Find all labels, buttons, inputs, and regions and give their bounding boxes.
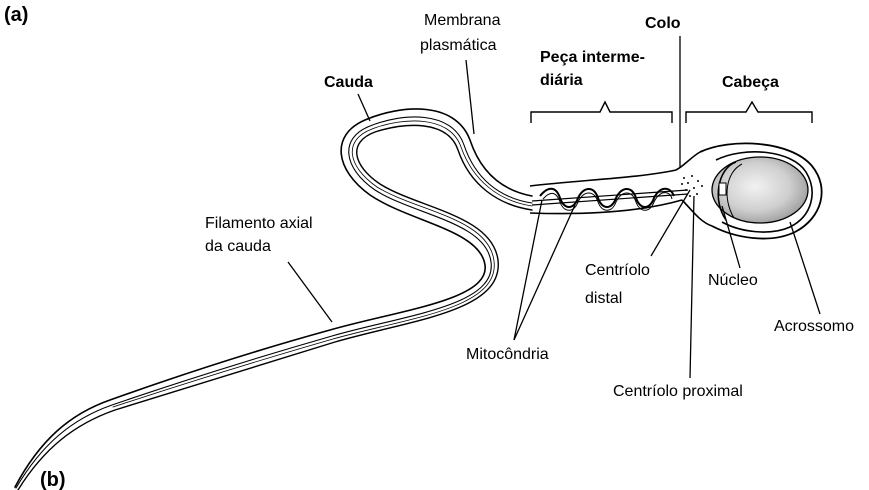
proximal-centriole-pointer: [690, 196, 694, 378]
tail-axial-filament: [16, 117, 532, 488]
label-filamento-2: da cauda: [205, 238, 271, 255]
head: [700, 143, 822, 238]
panel-label-a: (a): [4, 4, 28, 26]
proximal-centriole: [719, 183, 726, 195]
label-nucleo: Núcleo: [708, 272, 758, 289]
tail-inner-membrane: [18, 125, 532, 490]
label-mitocondria: Mitocôndria: [466, 346, 549, 363]
stipple-dot: [685, 189, 687, 191]
stipple-dot: [687, 182, 689, 184]
tail-axial-filament-2: [113, 121, 532, 407]
mitochondria-pointer-2: [514, 205, 575, 340]
label-cabeca: Cabeça: [722, 74, 779, 91]
label-filamento-1: Filamento axial: [205, 215, 313, 232]
stipple-dot: [691, 175, 693, 177]
label-centriolo-proximal: Centríolo proximal: [613, 383, 743, 400]
tail-outer-membrane: [15, 109, 532, 487]
label-acrossomo: Acrossomo: [774, 318, 854, 335]
stipple-dot: [701, 185, 703, 187]
label-membrana-2: plasmática: [420, 37, 497, 54]
stipple-dot: [693, 187, 695, 189]
label-peca-1: Peça interme-: [540, 49, 645, 66]
stipple-dot: [683, 177, 685, 179]
midpiece: [530, 170, 688, 214]
label-centriolo-distal-2: distal: [585, 290, 622, 307]
stipple-dot: [696, 193, 698, 195]
tail-pointer: [358, 94, 370, 121]
brackets: [531, 102, 812, 123]
label-membrana-1: Membrana: [424, 12, 501, 29]
acrosome-pointer: [790, 222, 820, 314]
label-colo: Colo: [645, 15, 681, 32]
label-cauda: Cauda: [324, 74, 373, 91]
label-peca-2: diária: [540, 72, 583, 89]
membrane-pointer: [466, 60, 474, 134]
panel-label-b: (b): [40, 469, 66, 490]
axial-filament-pointer: [288, 262, 332, 322]
distal-centriole-pointer: [651, 190, 690, 256]
head-bracket: [686, 102, 812, 123]
stipple-dot: [697, 180, 699, 182]
mitochondria-spiral: [540, 189, 674, 207]
midpiece-bracket: [531, 102, 672, 123]
mitochondria-pointer-1: [514, 200, 542, 340]
stipple-dot: [689, 195, 691, 197]
stipple-dot: [681, 183, 683, 185]
label-centriolo-distal-1: Centríolo: [585, 262, 650, 279]
tail-flagellum: [15, 109, 532, 490]
neck-outline-bottom: [682, 200, 712, 226]
midpiece-outer: [530, 170, 676, 186]
